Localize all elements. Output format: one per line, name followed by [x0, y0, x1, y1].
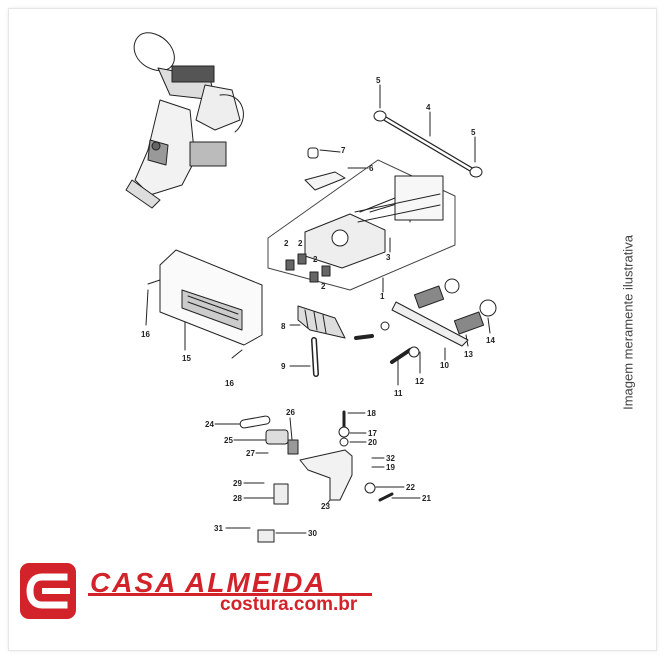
part-label: 26 — [286, 408, 295, 417]
part-label: 29 — [233, 479, 242, 488]
part-label: 2 — [298, 239, 303, 248]
part-label: 2 — [313, 255, 318, 264]
part-label: 30 — [308, 529, 317, 538]
needle-plate — [159, 249, 263, 346]
part-number-labels: 5 4 5 7 6 2 2 2 2 3 1 16 15 16 8 9 11 12… — [141, 76, 495, 538]
part-label: 9 — [281, 362, 286, 371]
part-label: 7 — [341, 146, 346, 155]
part-label: 11 — [394, 389, 403, 398]
shaft-assembly — [373, 110, 483, 178]
part-label: 27 — [246, 449, 255, 458]
part-label: 5 — [471, 128, 476, 137]
part-label: 10 — [440, 361, 449, 370]
part-label: 21 — [422, 494, 431, 503]
part-label: 1 — [380, 292, 385, 301]
part-label: 18 — [367, 409, 376, 418]
part-label: 19 — [386, 463, 395, 472]
part-label: 3 — [386, 253, 391, 262]
part-label: 14 — [486, 336, 495, 345]
part-label: 13 — [464, 350, 473, 359]
part-label: 6 — [369, 164, 374, 173]
part-label: 8 — [281, 322, 286, 331]
lower-assembly — [239, 410, 394, 543]
part-label: 24 — [205, 420, 214, 429]
motor-assembly — [125, 32, 244, 209]
part-label: 23 — [321, 502, 330, 511]
part-label: 22 — [406, 483, 415, 492]
brand-logo: CASA ALMEIDA costura.com.br — [20, 563, 380, 623]
part-label: 4 — [426, 103, 431, 112]
part-label: 17 — [368, 429, 377, 438]
part-label: 31 — [214, 524, 223, 533]
brand-name: CASA ALMEIDA — [90, 567, 327, 598]
part-label: 2 — [284, 239, 289, 248]
part-label: 20 — [368, 438, 377, 447]
part-label: 15 — [182, 354, 191, 363]
brand-underline — [88, 593, 372, 596]
illustrative-image-note: Imagem meramente ilustrativa — [620, 235, 636, 410]
part-label: 12 — [415, 377, 424, 386]
brand-website: costura.com.br — [220, 594, 358, 615]
part-label: 25 — [224, 436, 233, 445]
part-label: 28 — [233, 494, 242, 503]
brand-logo-icon — [20, 563, 76, 619]
part-label: 5 — [376, 76, 381, 85]
part-label: 32 — [386, 454, 395, 463]
part-label: 2 — [321, 282, 326, 291]
part-label: 16 — [141, 330, 150, 339]
main-block — [267, 159, 456, 291]
part-label: 16 — [225, 379, 234, 388]
